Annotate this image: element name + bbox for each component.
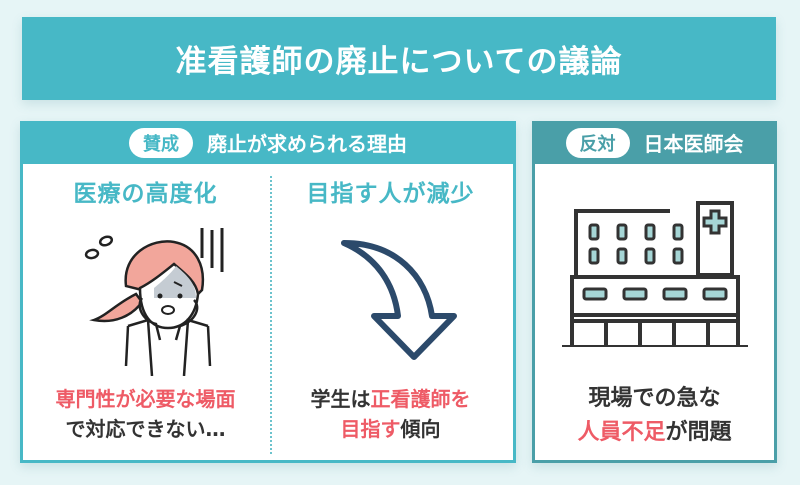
caption-text: が問題 <box>665 420 732 445</box>
reason-decline: 目指す人が減少 学生は正看護師を 目指す傾向 <box>268 164 513 460</box>
con-caption: 現場での急な 人員不足が問題 <box>577 382 731 450</box>
con-panel: 反対 日本医師会 <box>532 121 777 463</box>
pro-panel-header: 賛成 廃止が求められる理由 <box>20 121 516 164</box>
reason-caption: 専門性が必要な場面 で対応できない… <box>56 384 236 444</box>
worried-nurse-icon <box>23 216 268 376</box>
page-title: 准看護師の廃止についての議論 <box>22 17 776 100</box>
con-content: 現場での急な 人員不足が問題 <box>535 164 774 450</box>
pro-badge: 賛成 <box>129 127 193 158</box>
reason-title: 目指す人が減少 <box>306 181 475 207</box>
reason-advancement: 医療の高度化 <box>23 164 268 460</box>
caption-highlight: 正看護師を <box>370 387 471 411</box>
caption-highlight: 人員不足 <box>577 420 666 445</box>
con-panel-header: 反対 日本医師会 <box>532 121 777 164</box>
caption-highlight: 専門性が必要な場面 <box>55 387 236 411</box>
pro-panel: 賛成 廃止が求められる理由 医療の高度化 <box>20 121 516 463</box>
caption-text: 現場での急な <box>588 386 721 411</box>
caption-text: 傾向 <box>400 417 441 441</box>
hospital-icon <box>535 182 774 362</box>
reason-caption: 学生は正看護師を 目指す傾向 <box>311 384 471 444</box>
reason-title: 医療の高度化 <box>73 181 218 207</box>
con-badge: 反対 <box>565 127 630 158</box>
caption-text: で対応できない… <box>65 417 226 441</box>
pro-heading: 廃止が求められる理由 <box>207 132 407 156</box>
column-divider <box>270 176 272 454</box>
caption-text: 学生は <box>310 387 371 411</box>
curved-down-arrow-icon <box>268 216 513 376</box>
caption-highlight: 目指す <box>340 417 401 441</box>
con-heading: 日本医師会 <box>643 132 744 156</box>
